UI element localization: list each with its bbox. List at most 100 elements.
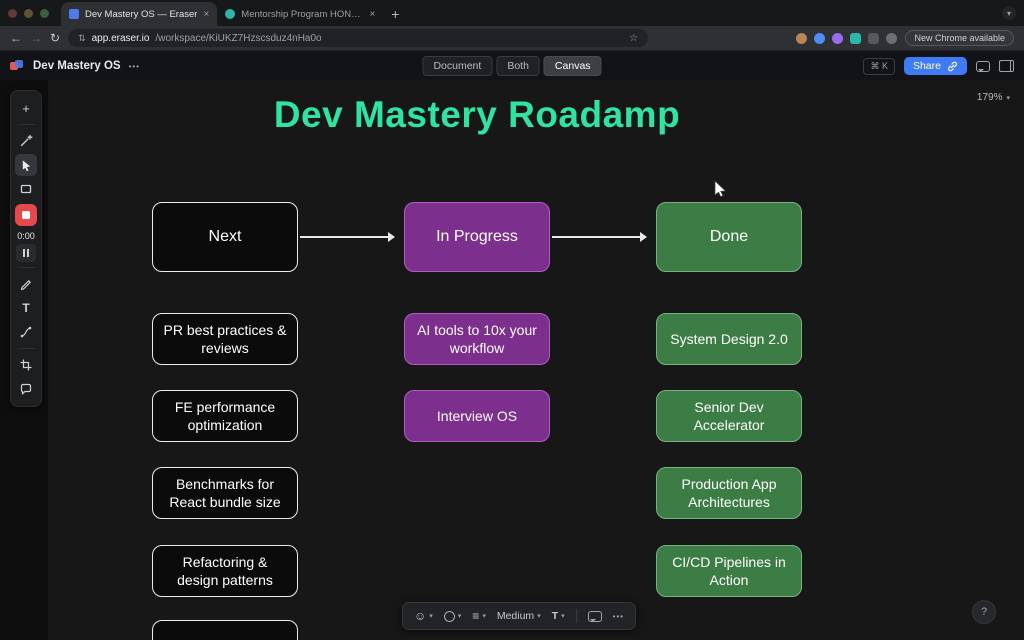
extension-icon[interactable] bbox=[850, 33, 861, 44]
stop-recording-button[interactable] bbox=[15, 204, 37, 226]
text-label: T bbox=[552, 610, 558, 622]
card-senior-dev-accelerator[interactable]: Senior Dev Accelerator bbox=[656, 390, 802, 442]
bookmark-star-icon[interactable]: ☆ bbox=[629, 33, 638, 44]
card-interview-os[interactable]: Interview OS bbox=[404, 390, 550, 442]
magic-wand-tool[interactable] bbox=[15, 130, 37, 152]
comment-button[interactable] bbox=[588, 611, 602, 622]
view-document-button[interactable]: Document bbox=[422, 56, 492, 76]
extension-icon[interactable] bbox=[868, 33, 879, 44]
mouse-cursor bbox=[714, 180, 727, 197]
kanban-header-in-progress[interactable]: In Progress bbox=[404, 202, 550, 272]
fill-color-button[interactable]: ▾ bbox=[444, 611, 462, 622]
chrome-update-button[interactable]: New Chrome available bbox=[905, 30, 1014, 46]
connector-tool[interactable] bbox=[15, 321, 37, 343]
window-minimize-button[interactable] bbox=[24, 9, 33, 18]
tab-label: Dev Mastery OS — Eraser bbox=[85, 9, 197, 20]
tab-dev-mastery-os[interactable]: Dev Mastery OS — Eraser × bbox=[61, 2, 217, 26]
pen-tool[interactable] bbox=[15, 273, 37, 295]
tab-search-icon[interactable]: ▾ bbox=[1002, 6, 1016, 20]
tab-mentorship-program[interactable]: Mentorship Program HONES × bbox=[217, 2, 383, 26]
window-zoom-button[interactable] bbox=[40, 9, 49, 18]
card-label: Refactoring & design patterns bbox=[161, 553, 289, 589]
color-ring-icon bbox=[444, 611, 455, 622]
extension-icon[interactable] bbox=[814, 33, 825, 44]
more-options-button[interactable]: ••• bbox=[613, 612, 624, 621]
node-label: In Progress bbox=[436, 227, 518, 248]
url-host: app.eraser.io bbox=[92, 33, 150, 44]
right-panel-toggle-icon[interactable] bbox=[999, 60, 1014, 72]
canvas[interactable]: + 0:00 T bbox=[0, 80, 1024, 640]
tab-close-icon[interactable]: × bbox=[369, 9, 375, 20]
sticker-style-button[interactable]: ☺ ▾ bbox=[414, 609, 433, 623]
window-controls bbox=[8, 9, 49, 18]
stroke-lines-icon: ≡ bbox=[472, 609, 479, 623]
chevron-down-icon: ▾ bbox=[561, 612, 565, 620]
eraser-logo-icon bbox=[10, 59, 25, 73]
card-pr-best-practices[interactable]: PR best practices & reviews bbox=[152, 313, 298, 365]
divider bbox=[17, 348, 35, 349]
window-close-button[interactable] bbox=[8, 9, 17, 18]
card-refactoring-patterns[interactable]: Refactoring & design patterns bbox=[152, 545, 298, 597]
forward-icon: → bbox=[30, 32, 42, 44]
help-button[interactable]: ? bbox=[972, 600, 996, 624]
comment-tool[interactable] bbox=[15, 378, 37, 400]
chevron-down-icon: ▾ bbox=[458, 612, 462, 620]
back-icon[interactable]: ← bbox=[10, 32, 22, 44]
card-label: PR best practices & reviews bbox=[161, 321, 289, 357]
card-benchmarks-react[interactable]: Benchmarks for React bundle size bbox=[152, 467, 298, 519]
card-label: Production App Architectures bbox=[665, 475, 793, 511]
address-bar[interactable]: ⇅ app.eraser.io /workspace/KiUKZ7Hzscsdu… bbox=[68, 29, 648, 47]
chevron-down-icon: ▾ bbox=[482, 612, 486, 620]
zoom-level: 179% bbox=[977, 92, 1003, 103]
card-label: Benchmarks for React bundle size bbox=[161, 475, 289, 511]
new-tab-button[interactable]: + bbox=[391, 6, 399, 22]
select-tool[interactable] bbox=[15, 154, 37, 176]
zoom-control[interactable]: 179% ▾ bbox=[977, 92, 1010, 103]
arrow-inprogress-to-done bbox=[552, 236, 640, 238]
chevron-down-icon: ▾ bbox=[537, 612, 541, 620]
text-tool[interactable]: T bbox=[15, 297, 37, 319]
url-path: /workspace/KiUKZ7Hzscsduz4nHa0o bbox=[155, 33, 321, 44]
divider bbox=[17, 124, 35, 125]
view-both-button[interactable]: Both bbox=[496, 56, 540, 76]
comments-icon[interactable] bbox=[976, 61, 990, 72]
view-canvas-button[interactable]: Canvas bbox=[544, 56, 602, 76]
add-tool-button[interactable]: + bbox=[15, 97, 37, 119]
kanban-header-done[interactable]: Done bbox=[656, 202, 802, 272]
pause-recording-button[interactable] bbox=[16, 244, 36, 262]
canvas-title: Dev Mastery Roadamp bbox=[0, 94, 954, 136]
card-database-deep[interactable]: Database deep bbox=[152, 620, 298, 640]
node-label: Next bbox=[209, 227, 242, 248]
browser-toolbar: ← → ↻ ⇅ app.eraser.io /workspace/KiUKZ7H… bbox=[0, 26, 1024, 51]
size-dropdown[interactable]: Medium ▾ bbox=[497, 610, 541, 622]
reload-icon[interactable]: ↻ bbox=[50, 32, 60, 44]
share-button[interactable]: Share bbox=[904, 57, 967, 75]
frame-tool[interactable] bbox=[15, 354, 37, 376]
eraser-favicon bbox=[69, 9, 79, 19]
card-ai-tools[interactable]: AI tools to 10x your workflow bbox=[404, 313, 550, 365]
extensions-puzzle-icon[interactable] bbox=[886, 33, 897, 44]
rectangle-tool[interactable] bbox=[15, 178, 37, 200]
kanban-header-next[interactable]: Next bbox=[152, 202, 298, 272]
link-icon bbox=[947, 61, 958, 72]
card-cicd-pipelines[interactable]: CI/CD Pipelines in Action bbox=[656, 545, 802, 597]
card-production-architectures[interactable]: Production App Architectures bbox=[656, 467, 802, 519]
extensions-row bbox=[796, 33, 897, 44]
card-fe-performance[interactable]: FE performance optimization bbox=[152, 390, 298, 442]
share-label: Share bbox=[913, 60, 941, 72]
card-system-design[interactable]: System Design 2.0 bbox=[656, 313, 802, 365]
stroke-style-button[interactable]: ≡ ▾ bbox=[472, 609, 486, 623]
extension-icon[interactable] bbox=[832, 33, 843, 44]
font-dropdown[interactable]: T ▾ bbox=[552, 610, 565, 622]
command-k-shortcut[interactable]: ⌘ K bbox=[863, 58, 895, 75]
card-label: System Design 2.0 bbox=[670, 330, 788, 348]
arrow-next-to-inprogress bbox=[300, 236, 388, 238]
tab-close-icon[interactable]: × bbox=[203, 9, 209, 20]
site-info-icon[interactable]: ⇅ bbox=[78, 33, 86, 44]
extension-icon[interactable] bbox=[796, 33, 807, 44]
stop-icon bbox=[22, 211, 30, 219]
workspace-menu-icon[interactable]: ••• bbox=[129, 62, 140, 71]
tab-label: Mentorship Program HONES bbox=[241, 9, 363, 20]
app-header: Dev Mastery OS ••• Document Both Canvas … bbox=[0, 51, 1024, 82]
